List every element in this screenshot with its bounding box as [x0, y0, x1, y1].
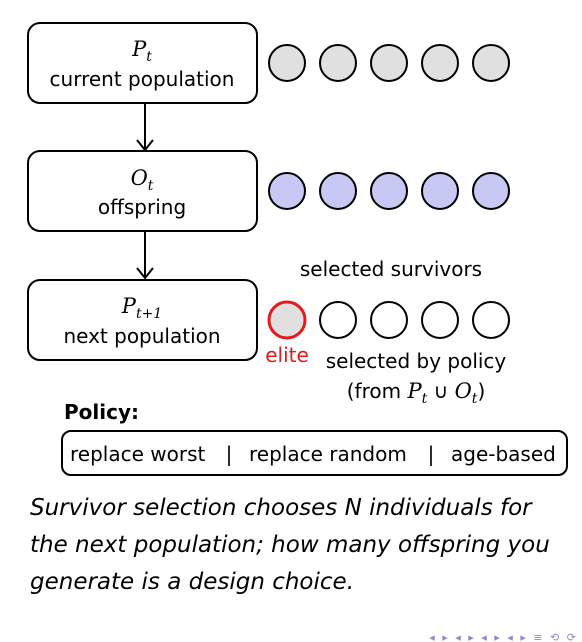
policy-option-replace-worst: replace worst [70, 442, 205, 466]
diagram: Pt current population Ot offspring Pt+1 … [27, 22, 568, 476]
individual-current-2 [319, 44, 357, 82]
individual-elite [267, 300, 307, 340]
box-current-symbol: Pt [131, 37, 152, 65]
individual-next-4 [421, 301, 459, 339]
individual-next-2 [319, 301, 357, 339]
next-population-individuals [267, 300, 510, 340]
elite-label: elite [265, 343, 309, 367]
selected-survivors-label: selected survivors [300, 257, 482, 281]
from-union-expression: (from Pt ∪ Ot) [347, 379, 486, 407]
box-next-label: next population [63, 324, 220, 348]
individual-offspring-3 [370, 172, 408, 210]
individual-next-3 [370, 301, 408, 339]
box-offspring-label: offspring [98, 195, 186, 219]
caption: Survivor selection chooses N individuals… [30, 495, 550, 595]
policy-option-replace-random: replace random [249, 442, 407, 466]
box-next-symbol: Pt+1 [121, 294, 162, 322]
current-population-individuals [268, 44, 510, 82]
box-offspring-symbol: Ot [131, 166, 154, 194]
individual-current-4 [421, 44, 459, 82]
individual-offspring-2 [319, 172, 357, 210]
individual-current-5 [472, 44, 510, 82]
individual-current-3 [370, 44, 408, 82]
policy-separator-2: | [428, 442, 435, 466]
individual-offspring-4 [421, 172, 459, 210]
policy-options-box: replace worst | replace random | age-bas… [61, 430, 568, 476]
policy-separator-1: | [226, 442, 233, 466]
individual-current-1 [268, 44, 306, 82]
individual-next-5 [472, 301, 510, 339]
box-next-population: Pt+1 next population [27, 279, 258, 361]
policy-heading: Policy: [64, 400, 139, 424]
slide-navigation-icons[interactable]: ◂ ▸ ◂ ▸ ◂ ▸ ◂ ▸ ≡ ⟲ ⟳ [429, 631, 578, 642]
selected-by-policy-label: selected by policy [326, 349, 507, 373]
individual-offspring-5 [472, 172, 510, 210]
box-current-population: Pt current population [27, 22, 258, 104]
arrow-offspring-to-next [136, 231, 154, 280]
offspring-individuals [268, 172, 510, 210]
box-current-label: current population [50, 67, 235, 91]
box-offspring: Ot offspring [27, 150, 258, 232]
individual-offspring-1 [268, 172, 306, 210]
arrow-current-to-offspring [136, 103, 154, 152]
policy-option-age-based: age-based [451, 442, 556, 466]
